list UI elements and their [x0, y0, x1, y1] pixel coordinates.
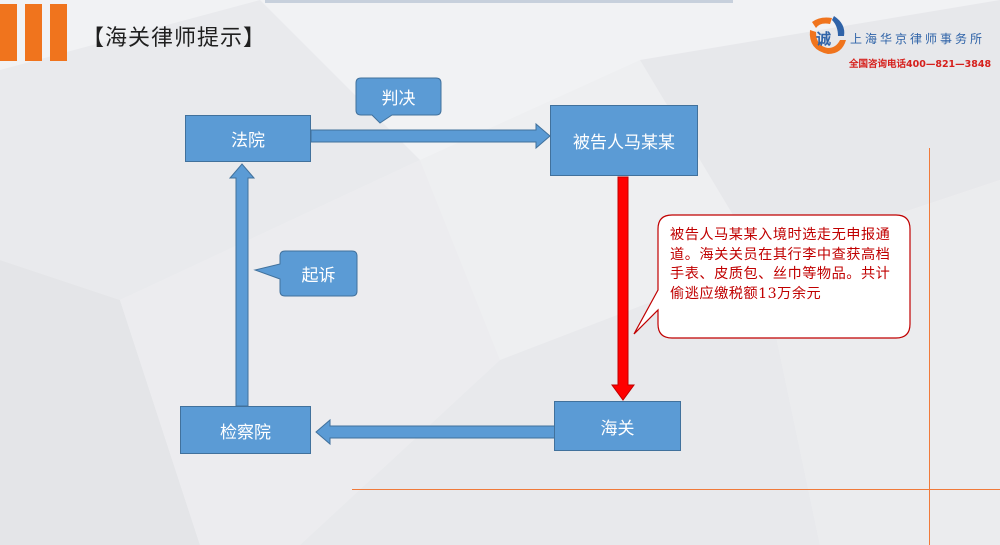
- decorative-horizontal-line: [352, 489, 1000, 490]
- page-title: 【海关律师提示】: [82, 26, 267, 51]
- accent-bar-3: [50, 4, 67, 61]
- firm-logo: 诚 上海华京律师事务所 全国咨询电话400—821—3848: [806, 14, 996, 70]
- node-defendant: 被告人马某某: [550, 105, 698, 176]
- accent-bar-2: [25, 4, 42, 61]
- top-divider: [265, 0, 733, 3]
- accent-bar-1: [0, 4, 17, 61]
- node-procuratorate: 检察院: [180, 406, 311, 454]
- decorative-vertical-line: [929, 148, 930, 545]
- firm-phone: 全国咨询电话400—821—3848: [849, 59, 992, 70]
- logo-glyph: 诚: [816, 30, 831, 48]
- callout-judgment-label: 判决: [381, 89, 416, 109]
- node-customs: 海关: [554, 401, 681, 451]
- firm-name: 上海华京律师事务所: [850, 32, 986, 46]
- firm-logo-mark: 诚: [809, 16, 846, 54]
- node-court: 法院: [185, 115, 311, 162]
- callout-prosecution-label: 起诉: [301, 266, 336, 286]
- case-note-text: 被告人马某某入境时选走无申报通道。海关关员在其行李中查获高档手表、皮质包、丝巾等…: [670, 227, 891, 302]
